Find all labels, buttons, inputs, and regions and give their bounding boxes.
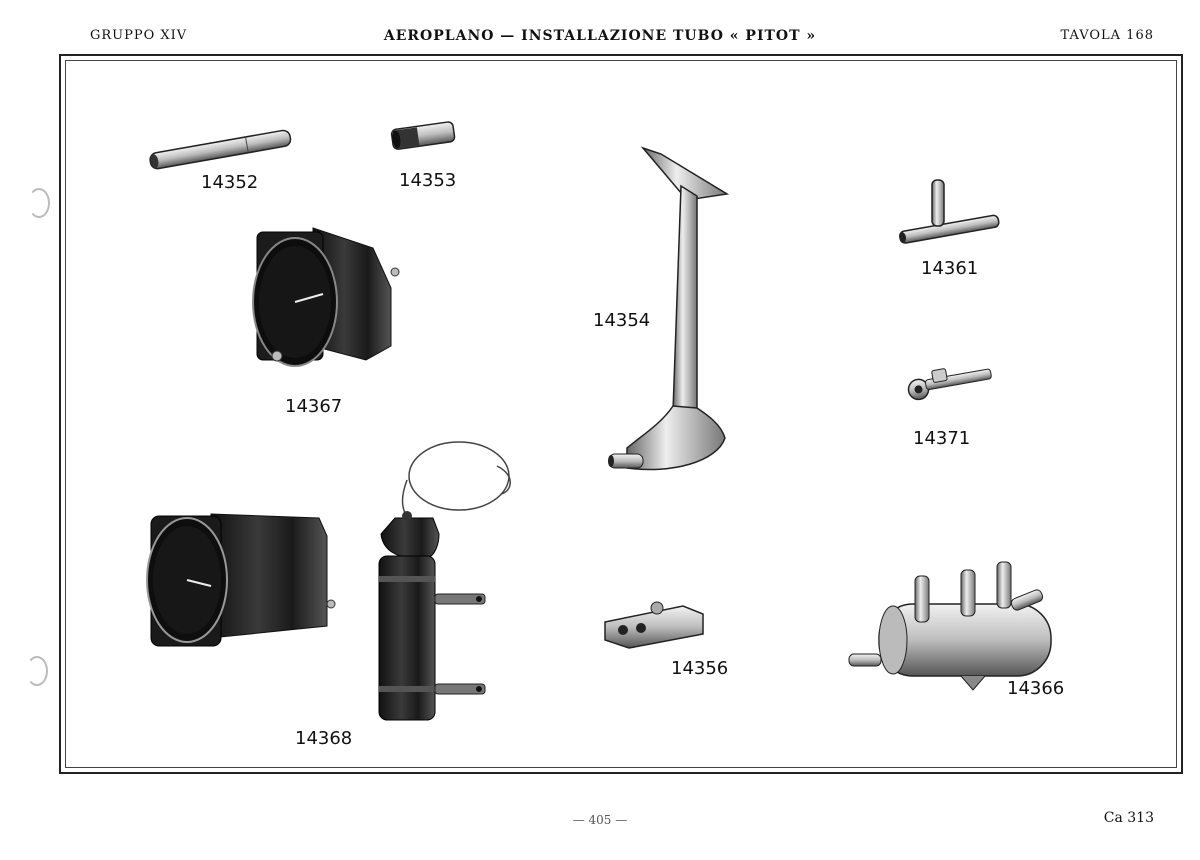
part-14366-manifold — [848, 561, 1052, 691]
label-14366: 14366 — [1007, 678, 1065, 699]
part-14352-tube — [149, 129, 292, 170]
label-14353: 14353 — [399, 170, 457, 191]
plate-inner-border — [65, 60, 1177, 768]
part-14356-block — [604, 601, 704, 649]
part-14371-clip — [907, 368, 992, 401]
part-14361-t-fitting — [899, 179, 1000, 244]
part-14368-capillary-bulb — [378, 441, 511, 721]
label-14356: 14356 — [671, 658, 729, 679]
label-14367: 14367 — [285, 396, 343, 417]
parts-illustration — [146, 121, 1052, 721]
plate-number: TAVOLA 168 — [1060, 28, 1154, 43]
part-14368-gauge — [146, 513, 336, 647]
plate-frame: 14352 14353 14354 14361 14367 14371 1436… — [59, 54, 1183, 774]
document-code: Ca 313 — [1103, 810, 1154, 826]
label-14361: 14361 — [921, 258, 979, 279]
label-14352: 14352 — [201, 172, 259, 193]
page-number: — 405 — — [572, 813, 628, 827]
label-14371: 14371 — [913, 428, 971, 449]
label-14354: 14354 — [593, 310, 651, 331]
part-14353-nut — [390, 121, 456, 150]
group-label: GRUPPO XIV — [90, 28, 188, 43]
binder-hole — [28, 188, 50, 218]
part-14367-gauge — [252, 227, 400, 367]
binder-hole — [26, 656, 48, 686]
page-title: AEROPLANO — INSTALLAZIONE TUBO « PITOT » — [383, 28, 817, 44]
label-14368: 14368 — [295, 728, 353, 749]
part-14354-pitot-mast — [608, 146, 730, 471]
